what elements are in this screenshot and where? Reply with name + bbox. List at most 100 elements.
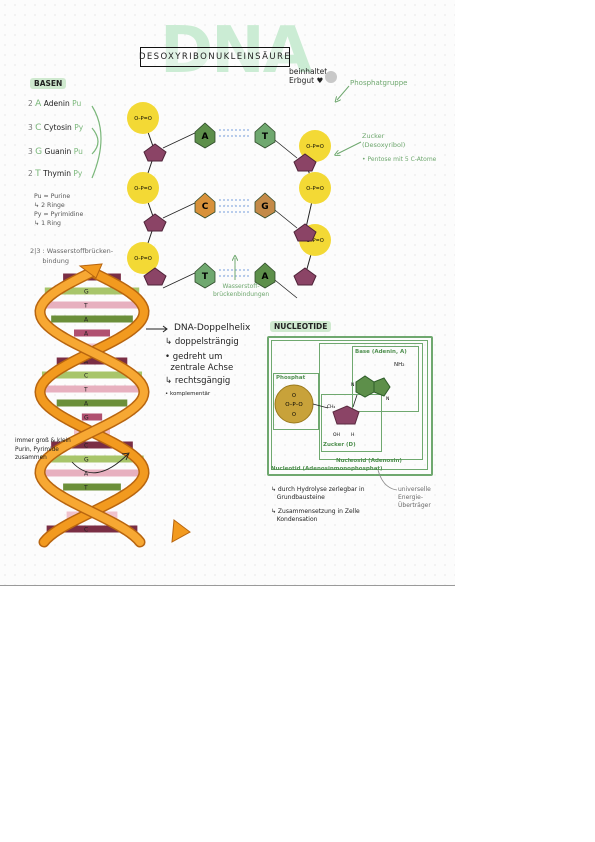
base-letter: C xyxy=(35,123,42,133)
base-ring xyxy=(254,122,276,149)
glycosidic-bond xyxy=(162,131,198,149)
phosphate-group-label: Phosphatgruppe xyxy=(350,79,408,87)
legend-purine-rings: ↳ 2 Ringe xyxy=(34,201,65,209)
sugar-pentagon xyxy=(293,223,317,242)
note-pointer-arrow xyxy=(71,453,129,474)
base-ring xyxy=(254,262,276,289)
svg-text:OH: OH xyxy=(333,432,340,438)
contains-erbgut-label: beinhaltet Erbgut ♥ xyxy=(289,67,328,85)
grey-highlight-dot xyxy=(325,71,337,83)
helix-point: ↳ rechtsgängig xyxy=(165,376,231,386)
base-letter: A xyxy=(35,99,42,109)
nucleotide-notes: ↳ durch Hydrolyse zerlegbar in Grundbaus… xyxy=(271,486,365,525)
base-type: Py xyxy=(74,123,84,132)
base-ring xyxy=(194,192,216,219)
energy-note-connector xyxy=(377,469,398,491)
legend-purine: Pu = Purine xyxy=(34,193,71,200)
svg-text:CH₂: CH₂ xyxy=(327,404,336,410)
base-ring xyxy=(194,262,216,289)
strand-letter: A xyxy=(84,471,89,478)
sugar-pentagon xyxy=(293,267,317,286)
strand-arrowhead xyxy=(78,263,103,279)
nucleotide-note-condensation: ↳ Zusammensetzung in Zelle Kondensation xyxy=(271,507,360,524)
heart-icon: ♥ xyxy=(316,75,324,85)
svg-text:O–P–O: O–P–O xyxy=(285,402,303,408)
nucleotide-molecule: O–P–O O O CH₂ OH H N N xyxy=(274,375,391,438)
strand-letter: A xyxy=(84,331,89,338)
strand-letter: T xyxy=(83,387,88,394)
svg-text:O: O xyxy=(292,412,296,418)
sugar-box-label: Zucker (D) xyxy=(323,442,356,448)
base-box xyxy=(352,346,419,412)
base-count: 3 xyxy=(28,123,33,132)
phosphate-group xyxy=(127,102,159,134)
sugar-pentagon xyxy=(143,213,167,232)
nucleoside-label: Nucleosid (Adenosin) xyxy=(336,458,402,464)
phosphate-text: O–P=O xyxy=(134,116,152,122)
base-letter: T xyxy=(35,169,41,179)
strand-letter: C xyxy=(84,527,88,534)
sugar-label: Zucker (Desoxyribol) xyxy=(362,132,406,149)
strand-right xyxy=(35,268,149,546)
note-pointer-arrowhead xyxy=(121,452,130,461)
glycosidic-bond xyxy=(162,271,198,289)
svg-text:O: O xyxy=(292,393,296,399)
bases-legend: Pu = Purine ↳ 2 Ringe Py = Pyrimidine ↳ … xyxy=(34,193,83,229)
nucleotide-label: Nucleotid (Adenosinmonophosphat) xyxy=(271,466,383,472)
arrow-right-icon xyxy=(146,325,168,333)
base-ring xyxy=(254,192,276,219)
base-type: Pu xyxy=(72,99,82,108)
svg-text:N: N xyxy=(351,382,354,388)
hbond-label: Wasserstoff- brückenbindungen xyxy=(213,283,270,298)
base-pair-brackets xyxy=(91,105,102,179)
glycosidic-bond xyxy=(162,201,198,219)
strand-left xyxy=(35,268,149,546)
base-letter: C xyxy=(202,202,209,212)
base-box-label: Base (Adenin, A) xyxy=(355,349,407,355)
page-title: DESOXYRIBONUKLEINSÄURE xyxy=(138,47,292,67)
contains-erbgut-text: beinhaltet Erbgut xyxy=(289,67,328,85)
base-count: 2 xyxy=(28,169,33,178)
strand-letter: C xyxy=(84,443,88,450)
base-count: 2 xyxy=(28,99,33,108)
base-name: Cytosin xyxy=(43,123,72,132)
helix-point: ↳ doppelsträngig xyxy=(165,337,239,347)
svg-text:H: H xyxy=(351,432,354,438)
base-row-adenin: 2 A Adenin Pu xyxy=(28,99,82,110)
dna-watermark: DNA xyxy=(160,14,312,88)
base-letter: T xyxy=(202,272,209,282)
strand-arrowhead xyxy=(171,519,191,543)
nucleotide-heading: NUCLEOTIDE xyxy=(270,321,332,332)
strand-letter: T xyxy=(83,303,88,310)
strand-letter: C xyxy=(84,373,88,380)
phosphate-box-label: Phosphat xyxy=(276,375,306,381)
hbond-note: 2|3 : Wasserstoffbrücken- bindung xyxy=(30,247,114,265)
page-title-text: DESOXYRIBONUKLEINSÄURE xyxy=(138,52,292,62)
base-name: Guanin xyxy=(44,147,72,156)
base-count: 3 xyxy=(28,147,33,156)
phosphate-group xyxy=(299,130,331,162)
phosphate-text: O–P=O xyxy=(134,256,152,262)
nucleotide-note-hydrolysis: ↳ durch Hydrolyse zerlegbar in Grundbaus… xyxy=(271,486,365,502)
base-letter: A xyxy=(202,132,209,142)
strand-letter: A xyxy=(84,359,89,366)
base-name: Adenin xyxy=(43,99,70,108)
base-row-cytosin: 3 C Cytosin Py xyxy=(28,123,84,134)
sugar-pentagon xyxy=(143,267,167,286)
phosphate-box xyxy=(273,373,319,430)
helix-side-note: immer groß & klein Purin, Pyrimide zusam… xyxy=(15,438,71,462)
helix-title: DNA-Doppelhelix xyxy=(174,323,251,333)
base-letter: G xyxy=(35,147,43,157)
strand-letter: G xyxy=(84,415,89,422)
sugar-box xyxy=(321,394,382,452)
base-name: Thymin xyxy=(43,169,71,178)
phosphate-group xyxy=(127,242,159,274)
notes-page: DNA DESOXYRIBONUKLEINSÄURE beinhaltet Er… xyxy=(0,0,455,586)
phosphate-text: O–P=O xyxy=(306,238,324,244)
phosphate-text: O–P=O xyxy=(306,144,324,150)
base-type: Py xyxy=(73,169,83,178)
base-ring xyxy=(194,122,216,149)
energy-note: universelle Energie- Überträger xyxy=(398,486,431,510)
base-row-guanin: 3 G Guanin Pu xyxy=(28,147,83,158)
